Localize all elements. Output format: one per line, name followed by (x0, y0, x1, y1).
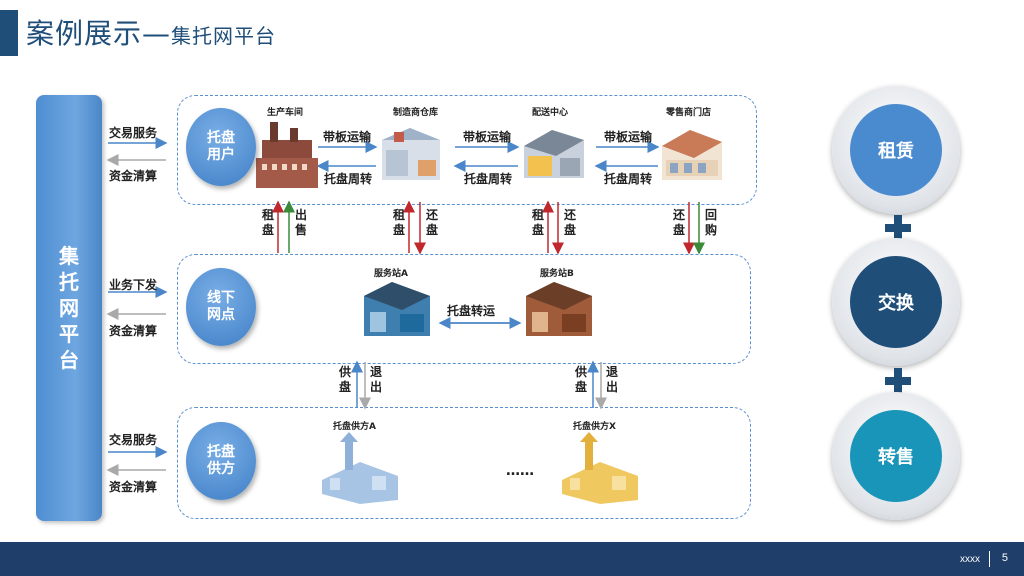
service-station-a-icon (364, 282, 430, 336)
lease-disk: 租赁 (850, 104, 942, 196)
vlabel-return-2: 还盘 (563, 208, 576, 237)
supplier-a-label: 托盘供方A (333, 422, 376, 432)
vlabel-supply-2: 供盘 (574, 365, 587, 394)
node-distribution: 配送中心 (532, 108, 569, 118)
vlabel-exit-2: 退出 (605, 365, 618, 394)
vlabel-return-1: 还盘 (425, 208, 438, 237)
vlabel-return-3: 还盘 (672, 208, 685, 237)
node-retail: 零售商门店 (666, 108, 712, 118)
footer-bar (0, 542, 1024, 576)
vlabel-supply-1: 供盘 (338, 365, 351, 394)
vlabel-rent-2: 租盘 (392, 208, 405, 237)
transfer-label: 托盘转运 (447, 304, 496, 318)
backward-label-1: 托盘周转 (324, 172, 373, 186)
forward-label-1: 带板运输 (323, 130, 372, 144)
network-settle-label: 资金清算 (109, 324, 158, 338)
supplier-ellipsis: …… (506, 463, 534, 479)
forward-label-3: 带板运输 (604, 130, 653, 144)
station-a-label: 服务站A (374, 269, 408, 279)
supplier-x-label: 托盘供方X (573, 422, 616, 432)
resale-disk: 转售 (850, 410, 942, 502)
supplier-x-icon (562, 432, 638, 504)
backward-label-2: 托盘周转 (464, 172, 513, 186)
vlabel-sell: 出售 (294, 208, 307, 237)
vlabel-buyback: 回购 (704, 208, 717, 237)
vlabel-exit-1: 退出 (369, 365, 382, 394)
network-circle: 线下 网点 (186, 268, 256, 346)
users-trade-label: 交易服务 (109, 126, 158, 140)
backward-label-3: 托盘周转 (604, 172, 653, 186)
ring-lease: 租赁 (832, 86, 960, 214)
users-settle-label: 资金清算 (109, 169, 158, 183)
plus-icon-2-vertical (894, 368, 902, 394)
vlabel-rent-3: 租盘 (531, 208, 544, 237)
service-station-b-icon (526, 282, 592, 336)
platform-column: 集 托 网 平 台 (36, 95, 102, 521)
plus-icon-1-vertical (894, 215, 902, 241)
lane-users (177, 95, 757, 205)
node-production: 生产车间 (267, 108, 304, 118)
station-b-label: 服务站B (540, 269, 574, 279)
distribution-center-icon (524, 130, 584, 178)
footer-code: xxxx (960, 554, 980, 565)
ring-resale: 转售 (832, 392, 960, 520)
exchange-disk: 交换 (850, 256, 942, 348)
ring-exchange: 交换 (832, 238, 960, 366)
retail-store-icon (662, 130, 722, 180)
page-number: 5 (1001, 552, 1008, 564)
supplier-a-icon (322, 432, 398, 504)
title-accent-bar (0, 10, 18, 56)
manufacturer-warehouse-icon (382, 128, 440, 180)
forward-label-2: 带板运输 (463, 130, 512, 144)
lane-network (177, 254, 751, 364)
page-title: 案例展示—集托网平台 (26, 17, 277, 50)
footer-separator (989, 551, 990, 567)
suppliers-circle: 托盘 供方 (186, 422, 256, 500)
vlabel-rent-1: 租盘 (261, 208, 274, 237)
node-manufacturer: 制造商仓库 (393, 108, 439, 118)
lane-suppliers (177, 407, 751, 519)
platform-label: 集 托 网 平 台 (59, 244, 79, 372)
suppliers-trade-label: 交易服务 (109, 433, 158, 447)
network-dispatch-label: 业务下发 (109, 278, 158, 292)
suppliers-settle-label: 资金清算 (109, 480, 158, 494)
page-subtitle: 集托网平台 (171, 24, 277, 48)
users-circle: 托盘 用户 (186, 108, 256, 186)
factory-icon (256, 122, 318, 188)
